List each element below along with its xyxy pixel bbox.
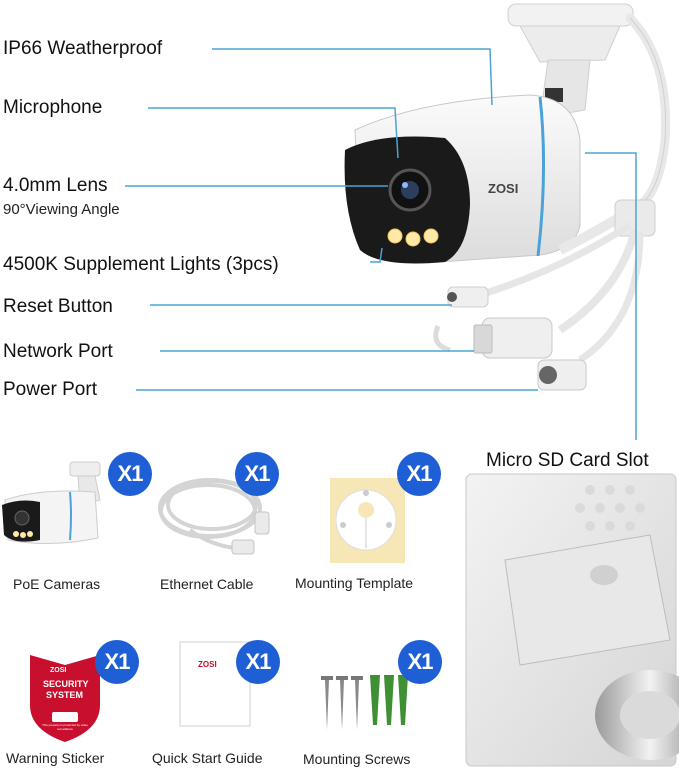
caption-mounting-screws: Mounting Screws [303,751,411,767]
supplement-light-2 [405,231,421,247]
caption-poe-cameras: PoE Cameras [13,576,101,592]
qty-badge-mounting-screws: X1 [398,640,442,684]
caption-warning-sticker: Warning Sticker [6,750,105,766]
svg-text:SYSTEM: SYSTEM [46,690,83,700]
sd-slot-cover [504,534,671,666]
camera-brand-logo: ZOSI [488,181,518,196]
ethernet-cable-thumbnail [158,478,270,555]
qty-badge-warning-sticker: X1 [95,640,139,684]
qty-badge-poe-cameras: X1 [108,452,152,496]
wall-mount-plate [507,3,634,27]
label-reset-button: Reset Button [3,296,113,317]
sticker-fine-print: This property is protected by video surv… [42,723,88,731]
label-viewing-angle: 90°Viewing Angle [3,201,120,218]
leader-lines [125,48,637,440]
svg-text:SECURITY: SECURITY [43,679,89,689]
warning-sticker-thumbnail: ZOSI SECURITY SYSTEM [30,655,100,742]
svg-text:ZOSI: ZOSI [198,660,217,669]
wall-mount-base [519,25,621,63]
caption-ethernet-cable: Ethernet Cable [160,576,254,592]
qty-badge-quick-start-guide: X1 [236,640,280,684]
label-network-port: Network Port [3,341,113,362]
supplement-light-3 [423,228,439,244]
label-micro-sd-slot: Micro SD Card Slot [486,450,649,471]
caption-quick-start-guide: Quick Start Guide [152,750,263,766]
qty-badge-ethernet-cable: X1 [235,452,279,496]
label-supplement-lights: 4500K Supplement Lights (3pcs) [3,254,279,275]
label-microphone: Microphone [3,97,103,118]
mounting-template-thumbnail [330,478,405,563]
label-ip66-weatherproof: IP66 Weatherproof [3,38,163,59]
supplement-light-1 [387,228,403,244]
poe-camera-thumbnail [2,461,101,545]
caption-mounting-template: Mounting Template [295,575,414,591]
mounting-screws-thumbnail [321,675,408,730]
svg-text:ZOSI: ZOSI [50,667,66,674]
label-lens: 4.0mm Lens [3,175,108,196]
qty-badge-mounting-template: X1 [397,452,441,496]
label-power-port: Power Port [3,379,97,400]
